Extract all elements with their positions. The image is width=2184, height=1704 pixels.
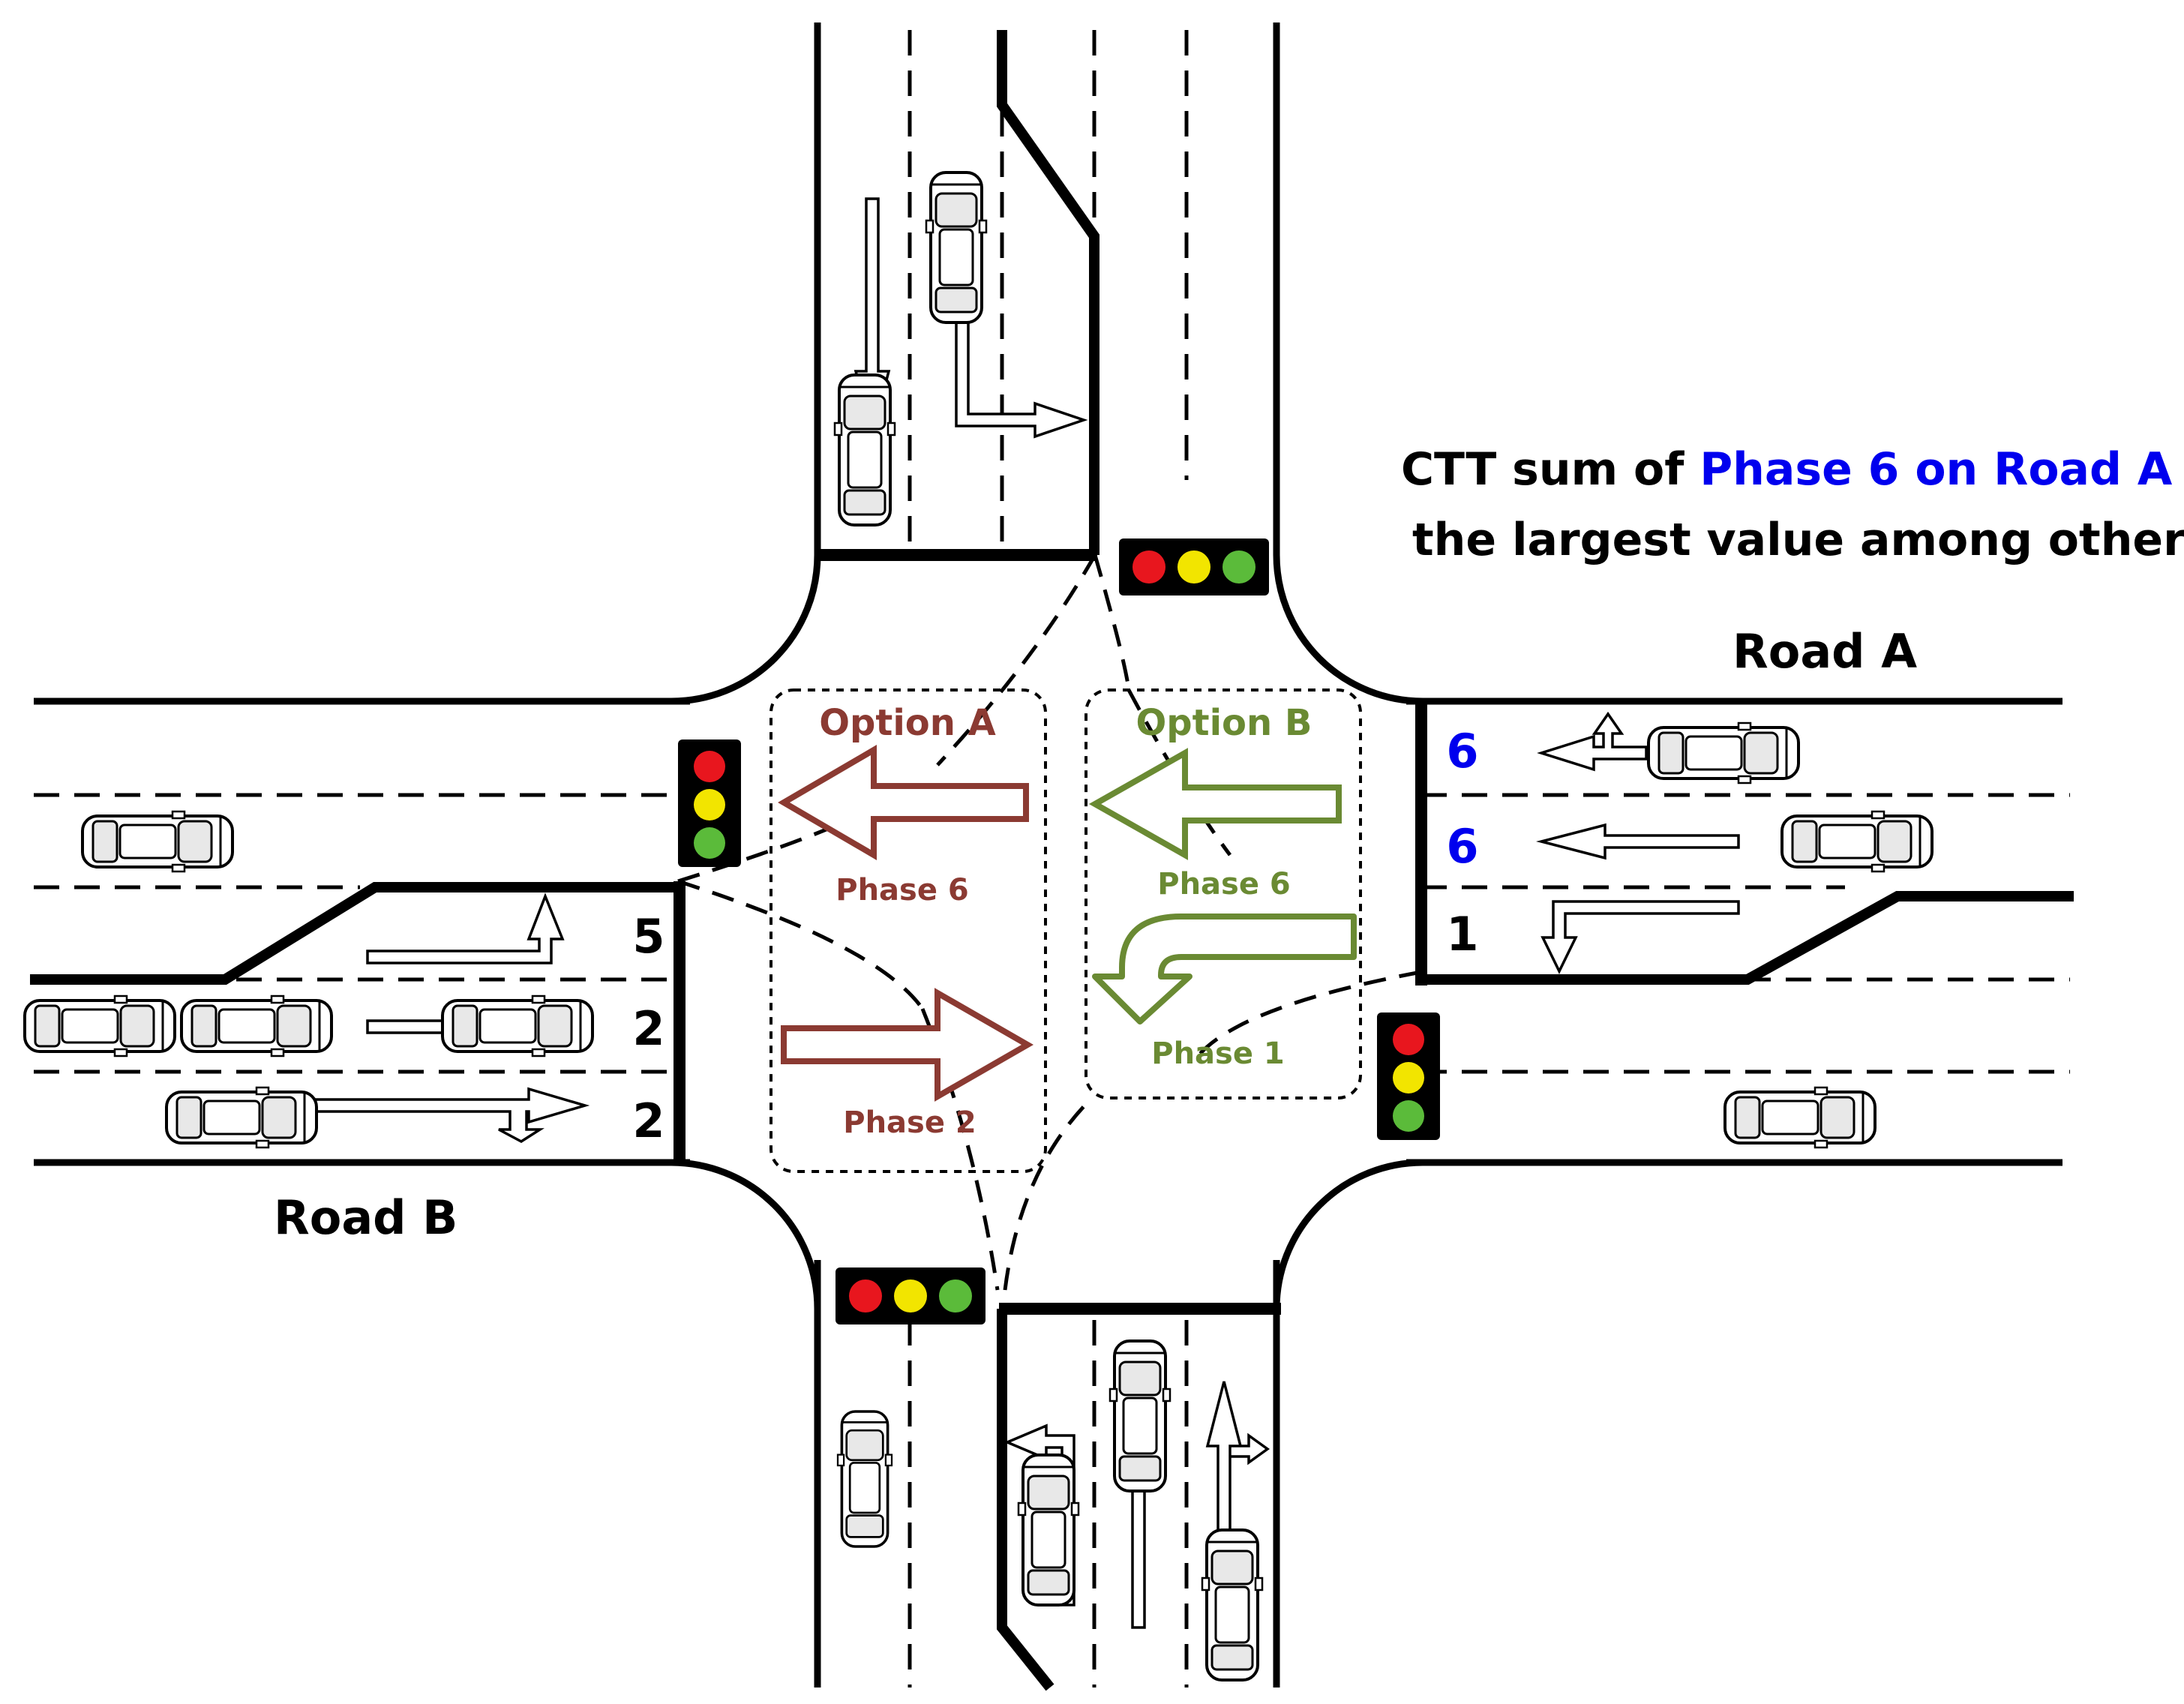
car-icon: [833, 374, 896, 526]
car-icon: [925, 171, 988, 324]
lane-arrow-icon: [1540, 900, 1740, 974]
lane-number: 2: [632, 1094, 664, 1148]
traffic-light-icon: [836, 1268, 986, 1324]
traffic-light-icon: [1119, 538, 1269, 596]
lane-arrow-icon: [314, 1087, 590, 1144]
road-a-label: Road A: [1732, 624, 1917, 679]
car-icon: [1108, 1340, 1172, 1492]
road-b-label: Road B: [274, 1190, 458, 1245]
option-b-phase6-arrow: [1088, 748, 1342, 860]
option-b-box: [1084, 688, 1362, 1100]
lane-number: 6: [1446, 724, 1478, 778]
option-b-phase-bottom: Phase 1: [1151, 1036, 1284, 1071]
car-icon: [81, 810, 234, 873]
lane-arrow-icon: [955, 246, 1088, 439]
lane-arrows: [314, 197, 1740, 1629]
median-curbs: [30, 30, 2074, 1691]
lane-arrow-icon: [366, 892, 565, 964]
option-a-box: [770, 688, 1047, 1173]
car-icon: [1201, 1528, 1264, 1682]
option-a-phase-top: Phase 6: [836, 873, 968, 908]
road-edges: [34, 22, 2062, 1688]
lane-number: 2: [632, 1001, 664, 1056]
car-icon: [1017, 1454, 1080, 1606]
lane-number: 6: [1446, 819, 1478, 874]
car-icon: [836, 1410, 893, 1548]
car-icon: [180, 994, 333, 1058]
option-b-phase1-arrow: [1092, 914, 1357, 1024]
lane-arrow-icon: [1536, 823, 1740, 860]
caption-line1: CTT sum of Phase 6 on Road A is: [1401, 443, 2184, 496]
option-b-phase-top: Phase 6: [1157, 867, 1290, 902]
caption-part2: is: [2172, 443, 2184, 496]
car-icon: [23, 994, 176, 1058]
car-icon: [1780, 810, 1934, 873]
caption-part1: CTT sum of: [1401, 443, 1700, 496]
lane-arrow-icon: [366, 1019, 444, 1034]
lane-arrow-icon: [1537, 711, 1648, 772]
traffic-light-icon: [1377, 1012, 1440, 1140]
option-a-phase-bottom: Phase 2: [843, 1106, 976, 1140]
car-icon: [441, 994, 594, 1058]
traffic-light-icon: [678, 740, 741, 867]
car-icon: [165, 1086, 318, 1149]
option-a-phase2-arrow: [781, 988, 1034, 1102]
option-b-title: Option B: [1136, 702, 1312, 744]
option-a-phase6-arrow: [778, 745, 1029, 860]
lane-number: 1: [1446, 907, 1478, 962]
lane-number: 5: [632, 909, 664, 964]
option-a-title: Option A: [819, 702, 996, 744]
car-icon: [1647, 722, 1800, 784]
caption-highlight: Phase 6 on Road A: [1700, 443, 2173, 496]
car-icon: [1724, 1086, 1876, 1149]
caption-line2: the largest value among others: [1412, 514, 2184, 566]
